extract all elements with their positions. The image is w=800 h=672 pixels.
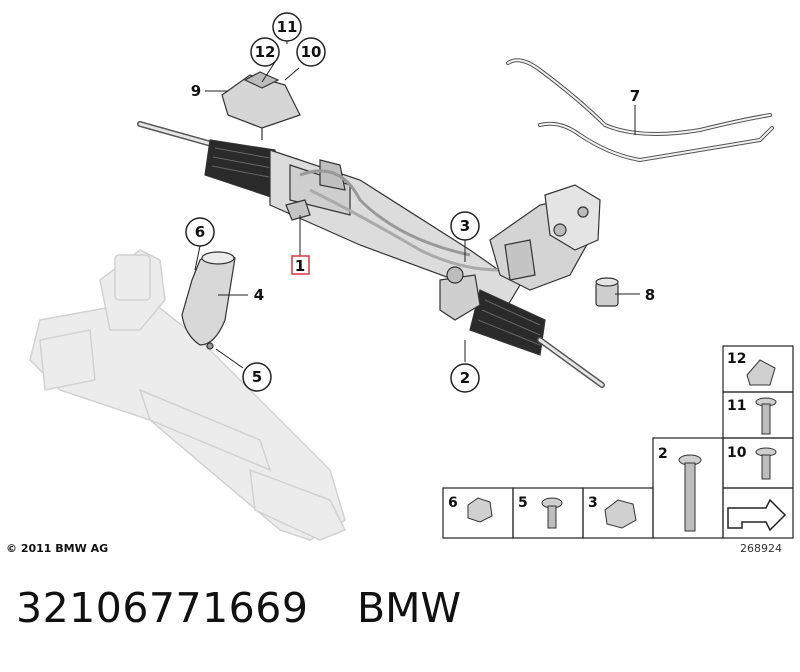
svg-text:11: 11 <box>277 18 298 36</box>
svg-text:2: 2 <box>658 446 668 462</box>
callout-1: 1 <box>291 255 310 275</box>
svg-text:6: 6 <box>195 223 205 241</box>
callout-5: 5 <box>242 362 272 392</box>
table-cell-6: 6 <box>448 495 493 523</box>
table-cell-10: 10 <box>727 445 777 480</box>
svg-text:1: 1 <box>295 257 305 275</box>
svg-text:4: 4 <box>254 286 264 304</box>
ghost-steering-rack <box>29 249 347 541</box>
main-steering-rack <box>137 121 605 388</box>
arrow-icon <box>727 498 787 532</box>
svg-text:5: 5 <box>518 495 528 511</box>
table-cell-2: 2 <box>658 446 702 532</box>
callout-8: 8 <box>645 286 655 304</box>
svg-text:3: 3 <box>460 217 470 235</box>
callout-6: 6 <box>185 217 215 247</box>
callout-12: 12 <box>250 37 280 67</box>
callout-7: 7 <box>630 87 640 105</box>
flange-nut-icon <box>467 497 493 523</box>
callout-9: 9 <box>191 82 201 100</box>
hex-nut-icon <box>604 499 637 529</box>
svg-text:2: 2 <box>460 369 470 387</box>
table-cell-arrow <box>727 498 787 532</box>
callout-10: 10 <box>296 37 326 67</box>
copyright-notice: © 2011 BMW AG <box>6 542 109 555</box>
diagram-number: 268924 <box>740 542 782 555</box>
part-8-damper <box>595 277 619 307</box>
svg-text:10: 10 <box>727 445 747 461</box>
svg-text:8: 8 <box>645 286 655 304</box>
svg-text:10: 10 <box>301 43 322 61</box>
table-cell-12: 12 <box>727 351 776 386</box>
svg-text:11: 11 <box>727 398 746 414</box>
pressure-pipes <box>506 58 774 163</box>
callout-4: 4 <box>254 286 264 304</box>
table-cell-11: 11 <box>727 397 777 435</box>
rack-shield <box>181 251 236 350</box>
leader-lines <box>194 36 640 369</box>
table-cell-3: 3 <box>588 495 637 529</box>
svg-text:5: 5 <box>252 368 262 386</box>
part-number: 32106771669 <box>16 584 309 632</box>
svg-text:12: 12 <box>727 351 746 367</box>
hardware-table <box>442 345 794 539</box>
callout-2: 2 <box>450 363 480 393</box>
svg-text:12: 12 <box>255 43 276 61</box>
brand-name: BMW <box>357 584 462 632</box>
svg-text:6: 6 <box>448 495 458 511</box>
callout-3: 3 <box>450 211 480 241</box>
svg-text:7: 7 <box>630 87 640 105</box>
svg-text:9: 9 <box>191 82 201 100</box>
heat-shield-bracket <box>221 71 301 140</box>
svg-text:3: 3 <box>588 495 598 511</box>
clip-nut-icon <box>746 359 776 386</box>
table-cell-5: 5 <box>518 495 563 529</box>
callout-11: 11 <box>272 12 302 42</box>
